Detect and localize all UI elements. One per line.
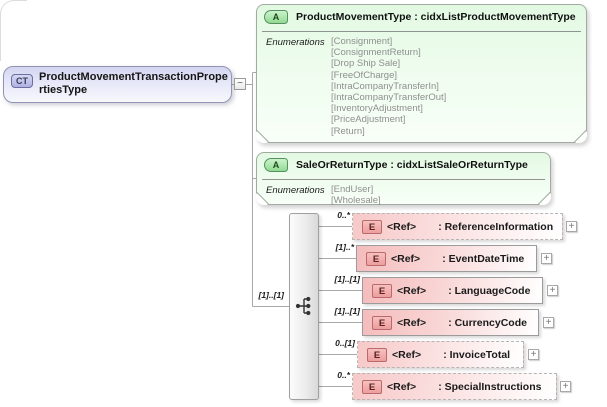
collapse-toggle-button[interactable]: −: [234, 78, 246, 90]
element-icon: E: [366, 251, 386, 266]
element-name: : ReferenceInformation: [438, 220, 554, 233]
element-name: : InvoiceTotal: [443, 348, 511, 361]
element-ref-label: <Ref>: [397, 316, 427, 329]
element-name: : LanguageCode: [448, 284, 531, 297]
complex-type-node[interactable]: CT ProductMovementTransactionPropertiesT…: [3, 66, 232, 103]
expand-button[interactable]: +: [543, 317, 554, 328]
enumeration-values: [EndUser] [Wholesale]: [331, 184, 381, 206]
enumerations-label: Enumerations: [266, 185, 325, 196]
element-node-eventdatetime[interactable]: E <Ref> : EventDateTime: [356, 245, 537, 272]
enum-value: [FreeOfCharge]: [331, 69, 397, 81]
attribute-icon: A: [264, 10, 288, 24]
element-name: : CurrencyCode: [448, 316, 527, 329]
element-cardinality: [1]..*: [335, 242, 354, 252]
element-name: : EventDateTime: [442, 252, 525, 265]
attribute-node-productmovementtype[interactable]: A ProductMovementType : cidxListProductM…: [256, 4, 587, 143]
sequence-icon: [295, 296, 311, 316]
attribute-title: SaleOrReturnType : cidxListSaleOrReturnT…: [296, 159, 528, 171]
element-node-referenceinformation[interactable]: E <Ref> : ReferenceInformation: [352, 213, 563, 240]
attribute-title: ProductMovementType : cidxListProductMov…: [296, 11, 576, 23]
enum-value: [EndUser]: [331, 184, 374, 195]
element-icon: E: [372, 283, 392, 298]
element-icon: E: [362, 379, 382, 394]
element-cardinality: 0..[1]: [335, 338, 355, 348]
enum-value: [IntraCompanyTransferOut]: [331, 92, 447, 104]
element-node-specialinstructions[interactable]: E <Ref> : SpecialInstructions: [352, 373, 557, 400]
complex-type-icon: CT: [11, 74, 33, 88]
enum-value: [PriceAdjustment]: [331, 114, 406, 126]
element-node-languagecode[interactable]: E <Ref> : LanguageCode: [362, 277, 543, 304]
element-cardinality: 0..*: [337, 370, 350, 380]
element-ref-label: <Ref>: [387, 380, 417, 393]
element-ref-label: <Ref>: [387, 220, 417, 233]
element-cardinality: [1]..[1]: [334, 306, 361, 316]
element-ref-label: <Ref>: [397, 284, 427, 297]
expand-button[interactable]: +: [547, 285, 558, 296]
element-node-currencycode[interactable]: E <Ref> : CurrencyCode: [362, 309, 539, 336]
enum-value: [InventoryAdjustment]: [331, 103, 423, 115]
enumerations-label: Enumerations: [266, 37, 325, 48]
separator: [262, 31, 581, 32]
attribute-node-saleorreturntype[interactable]: A SaleOrReturnType : cidxListSaleOrRetur…: [256, 152, 551, 205]
element-icon: E: [372, 315, 392, 330]
expand-button[interactable]: +: [528, 349, 539, 360]
element-icon: E: [362, 219, 382, 234]
enum-value: [Return]: [331, 125, 365, 137]
sequence-cardinality: [1]..[1]: [258, 290, 285, 300]
element-ref-label: <Ref>: [391, 252, 421, 265]
element-ref-label: <Ref>: [392, 348, 422, 361]
attribute-icon: A: [264, 158, 288, 172]
enum-value: [Consignment]: [331, 36, 393, 47]
element-node-invoicetotal[interactable]: E <Ref> : InvoiceTotal: [357, 341, 524, 368]
element-icon: E: [367, 347, 387, 362]
enum-value: [ConsignmentReturn]: [331, 47, 421, 59]
enum-value: ...: [331, 136, 339, 148]
separator: [262, 179, 545, 180]
enum-value: [IntraCompanyTransferIn]: [331, 80, 439, 92]
expand-button[interactable]: +: [560, 381, 571, 392]
enum-value: [Wholesale]: [331, 195, 381, 207]
enum-value: [Drop Ship Sale]: [331, 58, 401, 70]
complex-type-name: ProductMovementTransactionPropertiesType: [39, 71, 228, 96]
element-cardinality: [1]..[1]: [334, 274, 361, 284]
element-name: : SpecialInstructions: [438, 380, 542, 393]
enumeration-values: [Consignment] [ConsignmentReturn] [Drop …: [331, 36, 446, 148]
canvas-border-corner: [0, 0, 27, 61]
element-cardinality: 0..*: [337, 210, 350, 220]
expand-button[interactable]: +: [566, 221, 577, 232]
expand-button[interactable]: +: [541, 253, 552, 264]
